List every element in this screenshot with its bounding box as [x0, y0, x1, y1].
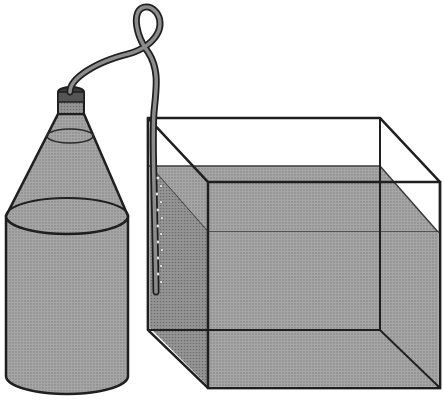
bottle-icon [6, 87, 128, 394]
bottle-shoulder [6, 114, 128, 234]
aquarium-tank-icon [148, 118, 440, 388]
tank-water-front [208, 232, 438, 386]
bottle-body [6, 216, 128, 394]
